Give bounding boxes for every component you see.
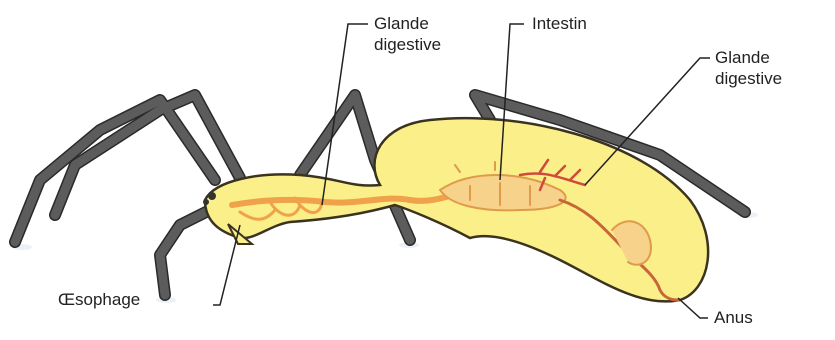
label-glande-digestive-right: Glande digestive [715,47,782,89]
label-line: digestive [374,34,441,55]
label-oesophage: Œsophage [58,289,140,310]
leader-anus [678,298,708,318]
label-line: Glande [374,13,441,34]
label-intestin: Intestin [532,13,587,34]
label-anus: Anus [714,307,753,328]
label-glande-digestive-top: Glande digestive [374,13,441,55]
label-line: Glande [715,47,782,68]
label-line: digestive [715,68,782,89]
